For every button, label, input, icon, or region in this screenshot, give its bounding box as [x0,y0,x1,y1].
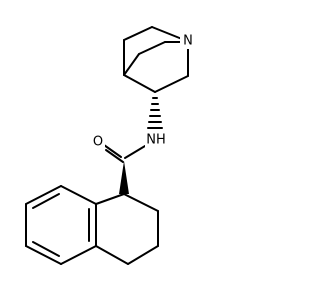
carbonyl-oxygen-label: O [93,135,103,150]
bond [25,245,62,265]
double-bond-outer [103,144,122,158]
aromatic-inner-bond [32,193,60,209]
bond [60,245,97,265]
cyclohexane-ring [95,193,159,265]
bond [123,193,159,212]
bond [25,185,62,205]
bond [124,145,146,159]
bond [138,41,166,55]
aromatic-inner-bond [32,241,60,257]
quinuclidine-nitrogen-label: N [183,34,193,49]
hashed-wedge-bond [147,97,163,129]
bond [95,193,125,205]
bond [123,74,156,93]
bond [123,53,140,76]
benzene-ring [25,185,97,265]
bond [95,245,129,265]
chemical-structure: N NH O [25,26,193,265]
bond [60,185,97,205]
quinuclidine-ring [123,26,189,93]
amide-group [103,144,146,194]
bond [127,245,159,265]
solid-wedge-bond [119,161,129,194]
double-bond-inner [105,149,124,163]
bond [154,75,189,93]
amide-nitrogen-label: NH [146,133,166,148]
bond [123,26,153,41]
